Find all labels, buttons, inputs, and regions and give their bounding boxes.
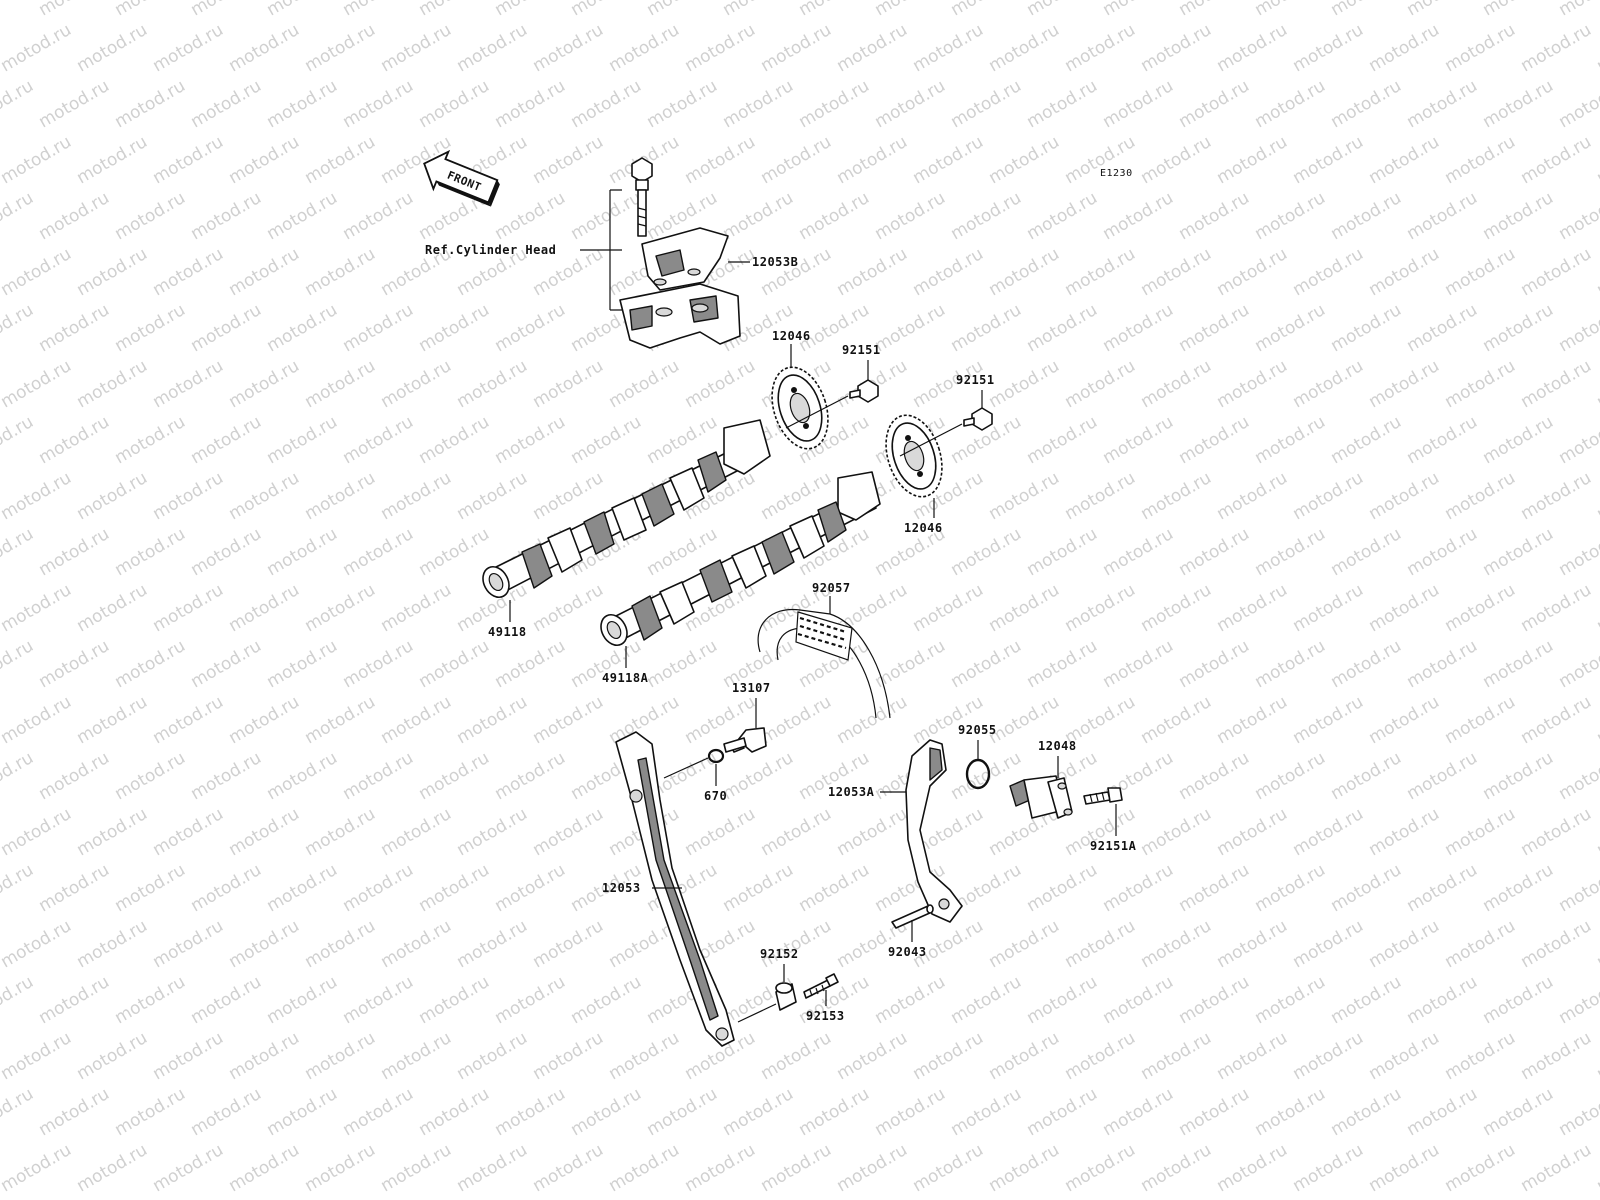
- camshaft-holder: [619, 283, 741, 349]
- cylinder-head-bolt: [631, 157, 653, 237]
- pin-92043: [891, 904, 934, 929]
- collar-92152: [775, 982, 797, 1011]
- part-label-12046-lower: 12046: [904, 521, 943, 535]
- part-label-92151A: 92151A: [1090, 839, 1137, 853]
- part-label-92055: 92055: [958, 723, 997, 737]
- sprocket-bolt-92151-upper: [785, 379, 879, 429]
- guide-bolt-13107: [723, 727, 767, 753]
- gasket-92055: [965, 758, 991, 790]
- cam-chain-92057: [757, 608, 891, 719]
- part-label-92151-b: 92151: [956, 373, 995, 387]
- part-label-12046-upper: 12046: [772, 329, 811, 343]
- part-label-13107: 13107: [732, 681, 771, 695]
- o-ring-670: [707, 748, 725, 764]
- part-label-92151-a: 92151: [842, 343, 881, 357]
- ref-cylinder-head-label: Ref.Cylinder Head: [425, 243, 556, 257]
- cam-sprocket-upper: [771, 366, 829, 450]
- tensioner-guide-12053A: [905, 739, 963, 923]
- cam-sprocket-lower: [885, 414, 943, 498]
- part-label-12053B: 12053B: [752, 255, 798, 269]
- diagram-code: E1230: [1100, 168, 1133, 179]
- part-label-92152: 92152: [760, 947, 799, 961]
- ref-cylinder-head-bracket: [580, 189, 622, 311]
- camshaft-49118: [482, 419, 771, 599]
- part-label-49118A: 49118A: [602, 671, 649, 685]
- part-label-92153: 92153: [806, 1009, 845, 1023]
- bolt-92151A: [1083, 787, 1123, 805]
- front-arrow-icon: FRONT: [423, 149, 500, 207]
- part-label-92043: 92043: [888, 945, 927, 959]
- camshaft-49118A: [600, 471, 881, 647]
- bolt-92153: [803, 973, 839, 999]
- part-label-670: 670: [704, 789, 727, 803]
- part-label-92057: 92057: [812, 581, 851, 595]
- part-label-49118: 49118: [488, 625, 527, 639]
- chain-guide-12053: [615, 731, 735, 1047]
- part-label-12053: 12053: [602, 881, 641, 895]
- chain-tensioner-12048: [1009, 775, 1073, 819]
- part-label-12053A: 12053A: [828, 785, 875, 799]
- camshaft-cap-12053B: [641, 227, 729, 291]
- part-label-12048: 12048: [1038, 739, 1077, 753]
